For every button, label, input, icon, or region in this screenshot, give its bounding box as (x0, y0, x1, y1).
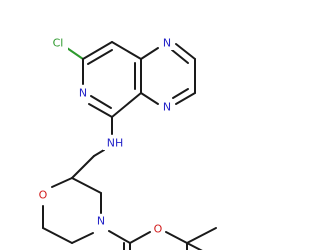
bond-c-o-ring (51, 177, 73, 188)
bond-n-c-pz2-inner (171, 49, 189, 64)
bond-ch2-c (71, 155, 95, 179)
atom-cl: Cl (53, 37, 64, 50)
bond-n-c-pyr2 (88, 103, 113, 118)
atom-n-morpholine: N (97, 215, 105, 228)
bonds (42, 41, 217, 250)
bond-tbu-me3 (186, 242, 203, 250)
bond-c-c-pyr2 (111, 41, 142, 60)
bond-n-c-carbonyl (108, 230, 131, 244)
bond-c-c-ring5 (71, 177, 102, 194)
bond-c-n-pz1 (140, 47, 159, 60)
atom-n-pyridine: N (79, 87, 87, 100)
bond-tbu-me2 (186, 227, 217, 244)
bond-c-c-pz4-inner (172, 88, 189, 99)
bond-nh-ch2 (93, 149, 105, 157)
atom-o-ester: O (154, 223, 163, 236)
bond-c-n-ring3 (71, 232, 94, 244)
bond-n-c-pz2 (175, 43, 196, 60)
bond-c-c-ring2 (42, 227, 73, 244)
bond-c-c-pyr3 (111, 92, 142, 118)
bond-c-c-pz4 (175, 92, 196, 105)
bond-c-o-ester (129, 231, 151, 244)
bond-n-c-pyr2-inner (90, 95, 112, 109)
bond-o-c-tbu (165, 231, 188, 244)
bond-c-c-pyr1-inner (87, 49, 113, 65)
atom-n-pyrazine-top: N (163, 37, 171, 50)
atom-labels: Cl N N N NH O N O (36, 36, 174, 236)
bond-c-c-pyr1 (82, 41, 113, 60)
atom-o-ring: O (39, 189, 48, 202)
molecule-structure: Cl N N N NH O N O (36, 36, 217, 250)
atom-n-pyrazine-bottom: N (163, 101, 171, 114)
bond-n-c-pz5 (140, 92, 159, 105)
bond-cl-c (66, 47, 84, 60)
atom-nh: NH (107, 137, 124, 150)
